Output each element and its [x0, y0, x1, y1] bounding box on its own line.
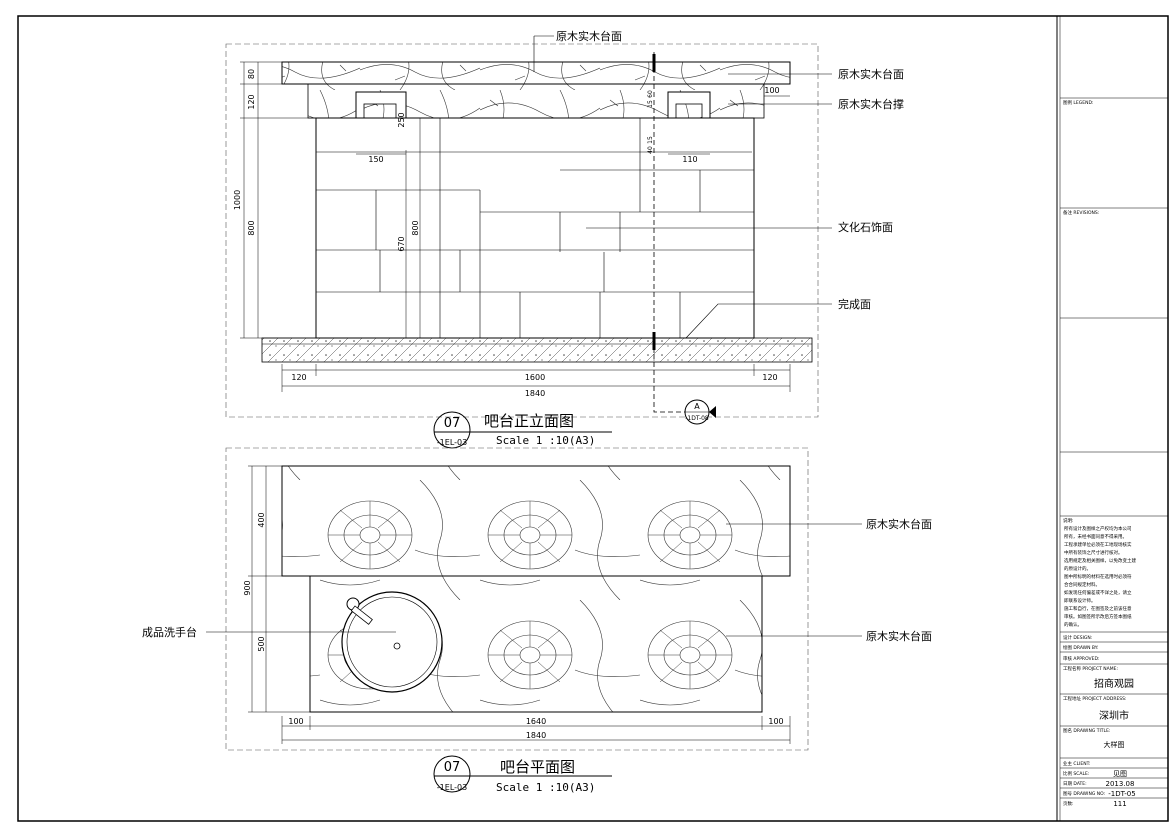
tb-date-label: 日期 DATE:	[1063, 781, 1087, 787]
tb-project-name: 招商观园	[1094, 677, 1134, 690]
sheet-border	[17, 15, 1169, 822]
tb-project-address: 深圳市	[1099, 709, 1129, 722]
floor-hatch	[261, 337, 813, 363]
dim-small-60: 60	[647, 90, 654, 98]
plan-dim-right: 100	[768, 717, 783, 726]
svg-text:选用规定及相关图样，以免改变土建: 选用规定及相关图样，以免改变土建	[1064, 557, 1136, 564]
elevation-title: 07 -1EL-03 吧台正立面图 Scale 1 :10(A3)	[433, 411, 612, 449]
dim-total-height: 1000	[233, 190, 242, 210]
plan-view: 900 400 500 100 1640 100 1840 原木实木台面 原木实…	[142, 447, 932, 794]
plan-frame	[225, 447, 809, 751]
svg-text:的原设计的。: 的原设计的。	[1064, 565, 1091, 572]
svg-text:施工和自行，在图签及之前该任意: 施工和自行，在图签及之前该任意	[1064, 605, 1132, 612]
dim-small-15a: 15	[647, 100, 654, 108]
tb-project-name-label: 工程名称 PROJECT NAME:	[1063, 665, 1118, 672]
tb-page-label: 页数:	[1063, 800, 1074, 807]
dim-small-40: 40	[647, 146, 654, 154]
tb-drawing-title: 大样图	[1104, 740, 1125, 749]
label-top-callout: 原木实木台面	[556, 29, 622, 43]
svg-text:即联系设计师。: 即联系设计师。	[1064, 597, 1096, 604]
plan-countertop-back	[281, 465, 791, 577]
tb-notes: 所有设计及图样之产权均为本公司 所有，未经书面同意不得采用。 工程承建单位必须在…	[1064, 525, 1136, 628]
svg-text:如发现任何偏差或不详之处，请立: 如发现任何偏差或不详之处，请立	[1064, 589, 1132, 596]
tb-approved-label: 审核 APPROVED:	[1063, 655, 1099, 662]
svg-text:图中所标明的材料在选用时必须符: 图中所标明的材料在选用时必须符	[1064, 573, 1132, 580]
dim-small-15b: 15	[647, 136, 654, 144]
tb-page-value: 111	[1113, 800, 1126, 808]
svg-text:所有设计及图样之产权均为本公司: 所有设计及图样之产权均为本公司	[1064, 525, 1132, 532]
tb-legend-label: 图例 LEGEND:	[1063, 99, 1093, 106]
plan-title-scale: Scale 1 :10(A3)	[496, 781, 595, 794]
plan-dim-left: 100	[288, 717, 303, 726]
tb-project-address-label: 工程地址 PROJECT ADDRESS:	[1063, 695, 1127, 702]
section-marker-ref: -1DT-08	[685, 415, 709, 422]
tb-notes-label: 说明:	[1063, 517, 1074, 524]
label-stone-facade: 文化石饰面	[838, 220, 893, 234]
plan-dim-total: 1840	[526, 731, 546, 740]
plan-dim-depth-front: 500	[257, 636, 266, 651]
tb-client-label: 业主 CLIENT:	[1063, 760, 1090, 767]
dim-bottom-total: 1840	[525, 389, 545, 398]
plan-label-countertop-back: 原木实木台面	[866, 517, 932, 531]
svg-text:的确认。: 的确认。	[1064, 621, 1082, 628]
dim-apron-height: 120	[247, 94, 256, 109]
elevation-view: A -1DT-08 80 120 1000 800 670 800 250 15…	[225, 29, 904, 449]
elevation-title-scale: Scale 1 :10(A3)	[496, 434, 595, 447]
svg-text:审核。如图签所示改后方签本图纸: 审核。如图签所示改后方签本图纸	[1064, 613, 1132, 620]
dim-bracket-left: 150	[368, 155, 383, 164]
plan-dim-depth-back: 400	[257, 512, 266, 527]
tb-design-label: 设计 DESIGN:	[1063, 634, 1092, 641]
plan-title: 07 -1EL-03 吧台平面图 Scale 1 :10(A3)	[433, 755, 612, 794]
tb-drawing-no: -1DT-05	[1108, 790, 1135, 798]
plan-title-ref: -1EL-03	[437, 783, 467, 792]
dim-stone-height: 670	[397, 236, 406, 251]
dim-slab-thickness: 80	[247, 69, 256, 79]
tb-revisions-label: 备注 REVISIONS:	[1063, 209, 1099, 216]
title-block: 图例 LEGEND: 备注 REVISIONS: 说明: 所有设计及图样之产权均…	[1060, 97, 1168, 808]
tb-drawing-no-label: 图号 DRAWING NO:	[1063, 791, 1105, 797]
elevation-title-number: 07	[444, 416, 461, 431]
dim-inner-250: 250	[397, 112, 406, 127]
plan-dim-middle: 1640	[526, 717, 546, 726]
dim-inner-800: 800	[411, 220, 420, 235]
svg-text:工程承建单位必须在工地现场核实: 工程承建单位必须在工地现场核实	[1064, 541, 1132, 548]
dim-bottom-body: 1600	[525, 373, 545, 382]
label-support: 原木实木台撑	[838, 97, 904, 111]
plan-label-countertop-front: 原木实木台面	[866, 629, 932, 643]
elevation-countertop	[281, 61, 791, 85]
tb-drawn-label: 绘图 DRAWN BY:	[1063, 644, 1098, 651]
tb-scale-label: 比例 SCALE:	[1063, 770, 1089, 777]
tb-drawing-title-label: 图名 DRAWING TITLE:	[1063, 727, 1110, 734]
section-marker-letter: A	[694, 402, 700, 411]
plan-title-number: 07	[444, 760, 461, 775]
dim-bracket-right: 110	[682, 155, 697, 164]
tb-date-value: 2013.08	[1106, 780, 1135, 788]
elevation-title-ref: -1EL-03	[437, 438, 467, 447]
plan-label-basin: 成品洗手台	[142, 625, 197, 639]
wash-basin	[341, 591, 443, 693]
plan-title-name: 吧台平面图	[500, 758, 575, 776]
label-finish-surface: 完成面	[838, 297, 871, 311]
svg-text:所有，未经书面同意不得采用。: 所有，未经书面同意不得采用。	[1064, 533, 1127, 540]
dim-bottom-right: 120	[762, 373, 777, 382]
label-countertop: 原木实木台面	[838, 67, 904, 81]
elevation-frame	[225, 43, 819, 418]
plan-dim-depth-total: 900	[243, 580, 252, 595]
dim-body-height: 800	[247, 220, 256, 235]
elevation-title-name: 吧台正立面图	[484, 412, 574, 430]
svg-text:中所有装饰之尺寸进行核对。: 中所有装饰之尺寸进行核对。	[1064, 549, 1123, 556]
section-cut-line	[653, 52, 690, 413]
tb-scale-value: 见图	[1113, 770, 1127, 778]
section-marker[interactable]: A -1DT-08	[684, 399, 716, 425]
dim-bottom-left: 120	[291, 373, 306, 382]
svg-text:合合同规定材料。: 合合同规定材料。	[1064, 581, 1100, 588]
dim-overhang: 100	[764, 86, 779, 95]
